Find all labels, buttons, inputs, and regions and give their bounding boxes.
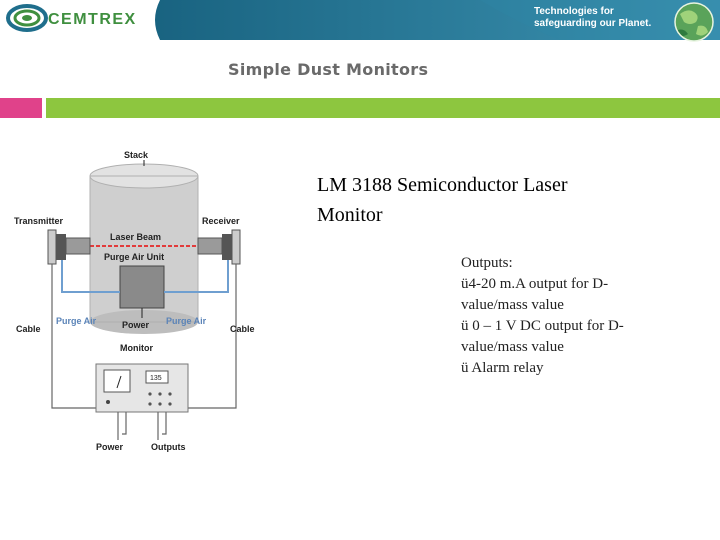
gauge-dial-icon (103, 369, 131, 393)
purge-air-pipe-right (164, 260, 229, 293)
display-value: 135 (150, 375, 162, 382)
accent-bar-green (46, 98, 720, 118)
product-title-line-2: Monitor (317, 204, 383, 226)
outputs-list: Outputs: ü4-20 m.A output for D- value/m… (461, 253, 691, 379)
logo-mark-icon: CEMTREX (6, 4, 137, 32)
label-outputs: Outputs (151, 442, 186, 452)
label-cable-right: Cable (230, 324, 255, 334)
dust-monitor-diagram: Stack Laser Beam Purge Air Unit Transmit… (14, 150, 255, 452)
product-title-line-1: LM 3188 Semiconductor Laser (317, 174, 568, 196)
cemtrex-logo[interactable]: CEMTREX (0, 0, 150, 36)
label-laser-beam: Laser Beam (110, 232, 161, 242)
label-monitor: Monitor (120, 343, 153, 353)
product-title: LM 3188 Semiconductor Laser Monitor (317, 170, 677, 230)
tagline-line-1: Technologies for (534, 6, 614, 17)
tagline-line-2: safeguarding our Planet. (534, 18, 652, 29)
label-purge-air-unit: Purge Air Unit (104, 252, 164, 262)
receiver-unit (197, 229, 241, 265)
accent-bar-pink (0, 98, 42, 118)
label-transmitter: Transmitter (14, 216, 64, 226)
digital-display (145, 370, 169, 384)
label-stack: Stack (124, 150, 149, 160)
label-cable-left: Cable (16, 324, 41, 334)
label-purge-air-right: Purge Air (166, 316, 207, 326)
transmitter-unit (47, 229, 91, 265)
outputs-item-3: ü Alarm relay (461, 360, 544, 376)
page-title: Simple Dust Monitors (228, 60, 429, 79)
outputs-item-2-cont: value/mass value (461, 339, 564, 355)
outputs-item-1: ü4-20 m.A output for D- (461, 276, 609, 292)
label-power-top: Power (122, 320, 150, 330)
label-receiver: Receiver (202, 216, 240, 226)
label-purge-air-left: Purge Air (56, 316, 97, 326)
label-power-bottom: Power (96, 442, 124, 452)
logo-text: CEMTREX (48, 11, 137, 28)
globe-icon (674, 2, 714, 42)
cable-right (188, 264, 237, 409)
outputs-heading: Outputs: (461, 255, 513, 271)
outputs-item-1-cont: value/mass value (461, 297, 564, 313)
monitor-unit: 135 (95, 363, 189, 413)
outputs-item-2: ü 0 – 1 V DC output for D- (461, 318, 624, 334)
tagline: Technologies for safeguarding our Planet… (534, 6, 664, 30)
purge-air-unit-box (119, 265, 165, 309)
purge-air-pipe-left (61, 260, 120, 293)
header-band (0, 0, 720, 40)
cable-left (51, 264, 96, 409)
header: CEMTREX Technologies for safeguarding ou… (0, 0, 720, 42)
